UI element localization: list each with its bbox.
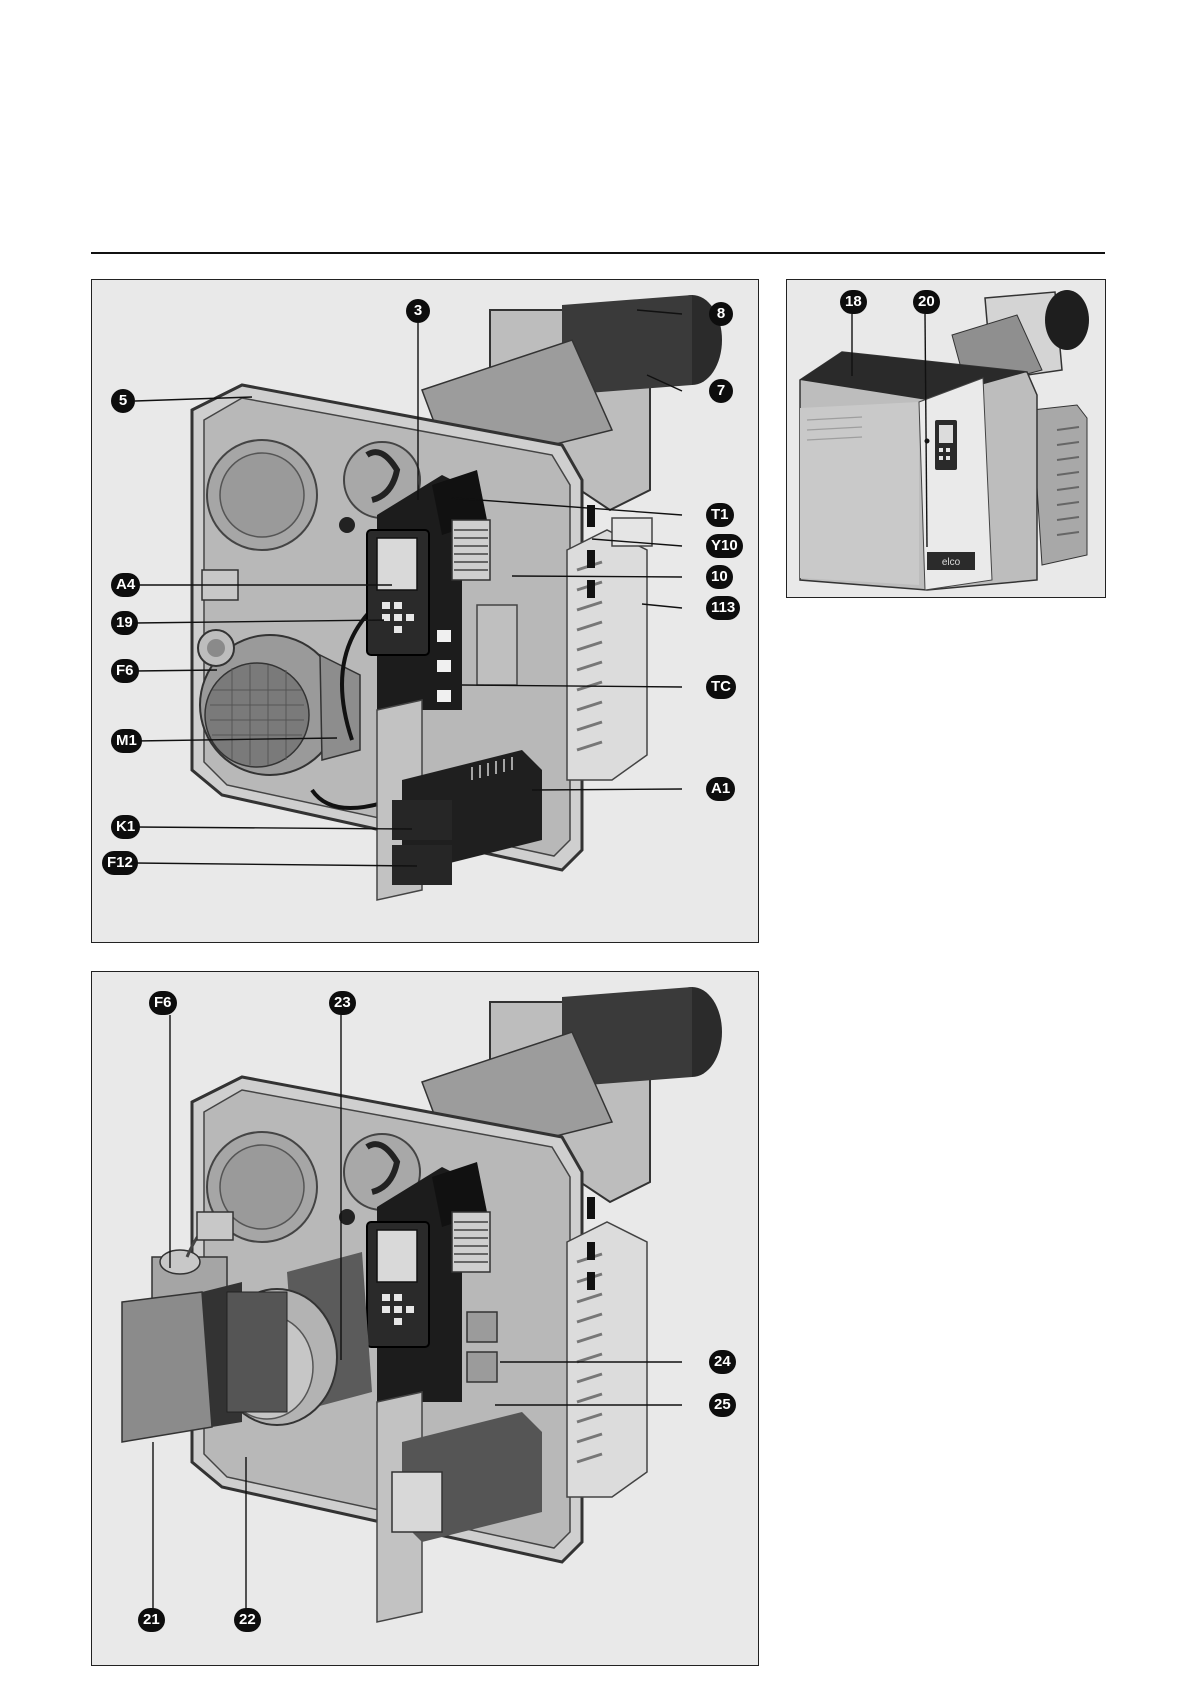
burner-accessory-illustration	[92, 972, 759, 1666]
header-rule	[91, 252, 1105, 254]
callout-3: 3	[406, 299, 430, 323]
callout-7: 7	[709, 379, 733, 403]
callout-F6: F6	[111, 659, 139, 683]
callout-K1: K1	[111, 815, 140, 839]
figure-burner-closed-view: elco 18 20	[786, 279, 1106, 598]
callout-24: 24	[709, 1350, 736, 1374]
callout-20: 20	[913, 290, 940, 314]
callout-10: 10	[706, 565, 733, 589]
figure-burner-open-view: 3 8 7 5 T1 Y10 10 A4 113 19 F6 TC M1 A1 …	[91, 279, 759, 943]
callout-Y10: Y10	[706, 534, 743, 558]
callout-F6: F6	[149, 991, 177, 1015]
callout-19: 19	[111, 611, 138, 635]
callout-8: 8	[709, 302, 733, 326]
burner-closed-illustration: elco	[787, 280, 1106, 598]
callout-23: 23	[329, 991, 356, 1015]
burner-open-illustration	[92, 280, 759, 943]
callout-113: 113	[706, 596, 740, 620]
callout-A4: A4	[111, 573, 140, 597]
callout-M1: M1	[111, 729, 142, 753]
callout-5: 5	[111, 389, 135, 413]
callout-21: 21	[138, 1608, 165, 1632]
callout-F12: F12	[102, 851, 138, 875]
callout-22: 22	[234, 1608, 261, 1632]
figure-burner-accessory-view: F6 23 24 25 21 22	[91, 971, 759, 1666]
callout-25: 25	[709, 1393, 736, 1417]
callout-TC: TC	[706, 675, 736, 699]
callout-A1: A1	[706, 777, 735, 801]
callout-T1: T1	[706, 503, 734, 527]
elco-logo: elco	[942, 557, 961, 568]
callout-18: 18	[840, 290, 867, 314]
